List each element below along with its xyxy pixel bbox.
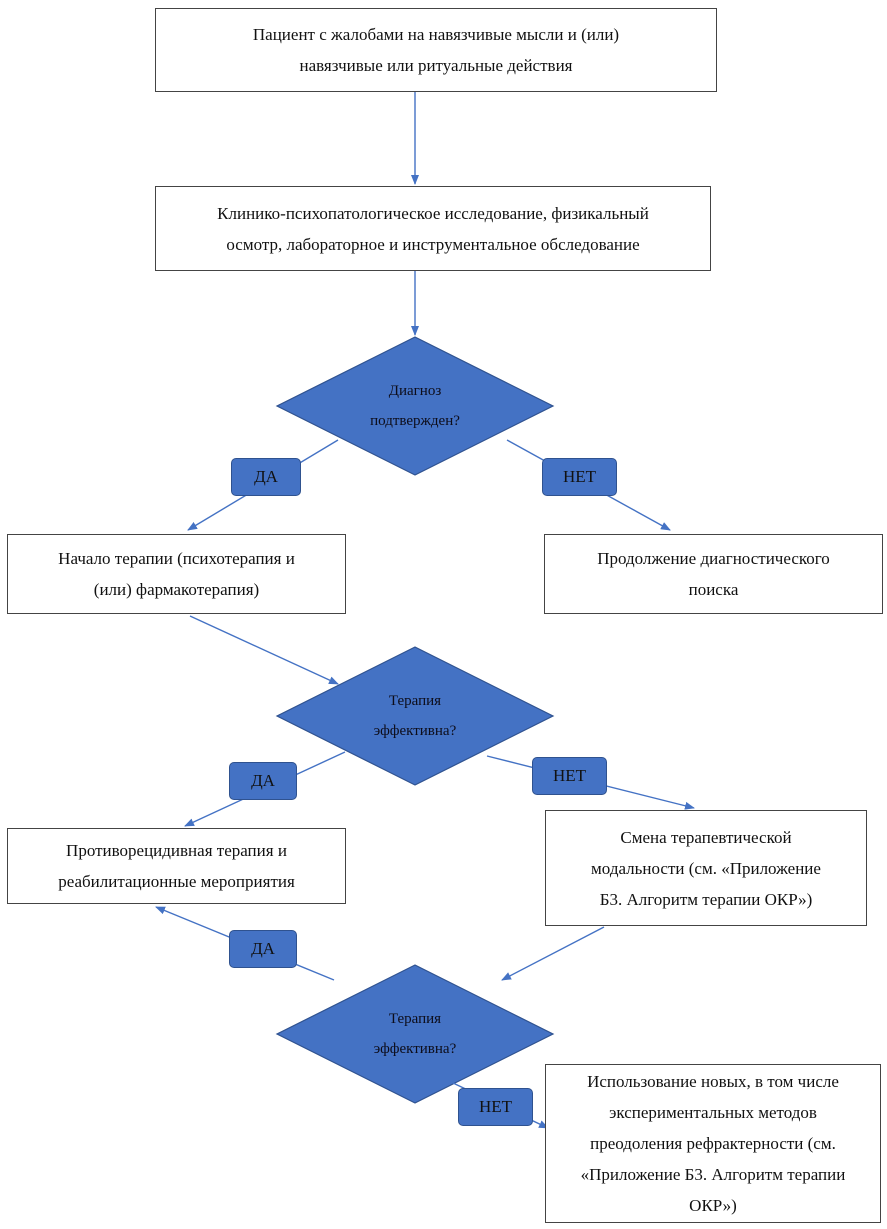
badge-effective1-yes: ДА xyxy=(229,762,297,800)
badge-diagnosis-yes: ДА xyxy=(231,458,301,496)
decision-diagnosis-diamond xyxy=(275,336,555,476)
box-relapse-prevention: Противорецидивная терапия и реабилитацио… xyxy=(7,828,346,904)
badge-effective1-no: НЕТ xyxy=(532,757,607,795)
decision-effective2-diamond xyxy=(275,964,555,1104)
decision-effective1-text: Терапия эффективна? xyxy=(373,693,457,739)
box-therapy-start: Начало терапии (психотерапия и (или) фар… xyxy=(7,534,346,614)
box-examination: Клинико-психопатологическое исследование… xyxy=(155,186,711,271)
badge-effective2-no: НЕТ xyxy=(458,1088,533,1126)
box-new-methods-text: Использование новых, в том числе экспери… xyxy=(580,1072,846,1215)
box-new-methods: Использование новых, в том числе экспери… xyxy=(545,1064,881,1223)
decision-diagnosis-text: Диагноз подтвержден? xyxy=(370,383,460,429)
box-patient-complaints: Пациент с жалобами на навязчивые мысли и… xyxy=(155,8,717,92)
box-examination-text: Клинико-психопатологическое исследование… xyxy=(217,203,649,254)
box-therapy-start-text: Начало терапии (психотерапия и (или) фар… xyxy=(58,549,295,599)
box-patient-complaints-text: Пациент с жалобами на навязчивые мысли и… xyxy=(252,25,620,75)
badge-diagnosis-no: НЕТ xyxy=(542,458,617,496)
box-change-modality: Смена терапевтической модальности (см. «… xyxy=(545,810,867,926)
box-change-modality-text: Смена терапевтической модальности (см. «… xyxy=(591,827,821,909)
arrow-therapy-to-effective1 xyxy=(189,615,339,685)
decision-effective1-diamond xyxy=(275,646,555,786)
badge-effective2-yes: ДА xyxy=(229,930,297,968)
decision-effective2-text: Терапия эффективна? xyxy=(373,1011,457,1057)
box-continue-diagnosis: Продолжение диагностического поиска xyxy=(544,534,883,614)
box-relapse-prevention-text: Противорецидивная терапия и реабилитацио… xyxy=(58,841,295,891)
box-continue-diagnosis-text: Продолжение диагностического поиска xyxy=(597,549,830,599)
arrow-change-to-effective2 xyxy=(501,926,605,981)
